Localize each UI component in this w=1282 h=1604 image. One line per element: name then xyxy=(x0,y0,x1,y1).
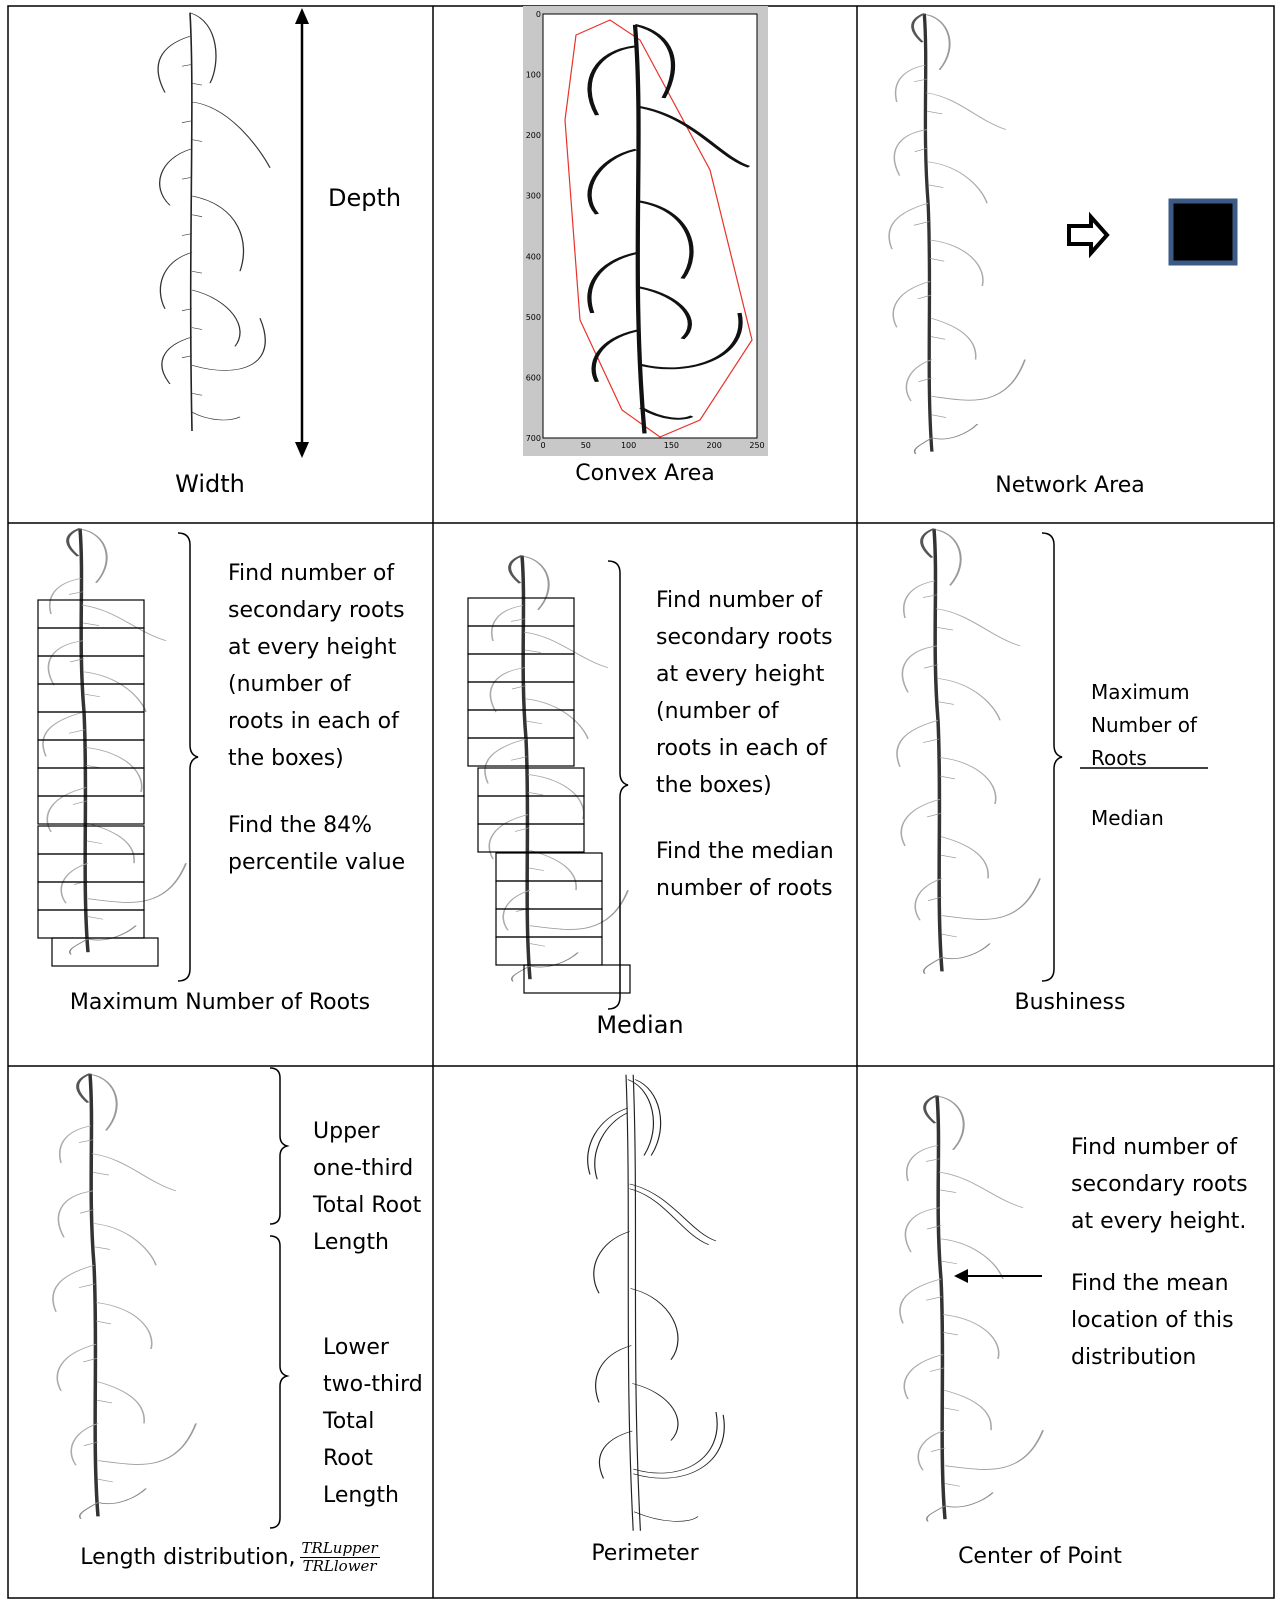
median-text-line: (number of xyxy=(656,694,833,731)
max-roots-text-line: at every height xyxy=(228,630,405,667)
y-tick-label: 200 xyxy=(526,131,541,140)
root-image-center xyxy=(900,1096,1043,1522)
center-instructions: Find number ofsecondary rootsat every he… xyxy=(1071,1130,1248,1241)
convex-area-caption: Convex Area xyxy=(540,461,750,486)
y-tick-label: 0 xyxy=(536,10,541,19)
median-text-line: at every height xyxy=(656,657,833,694)
trl-upper: TRLupper xyxy=(300,1540,380,1558)
median-text-line: secondary roots xyxy=(656,620,833,657)
center-text1-line: Find number of xyxy=(1071,1130,1248,1167)
upper-third-line: Upper xyxy=(313,1114,421,1151)
brace-median xyxy=(608,561,628,1009)
trl-fraction: TRLupperTRLlower xyxy=(300,1540,380,1576)
x-tick-label: 50 xyxy=(581,441,591,450)
x-tick-label: 100 xyxy=(621,441,636,450)
lower-two-third-line: two-third xyxy=(323,1367,423,1404)
width-caption: Width xyxy=(150,470,270,498)
root-skeleton-width xyxy=(158,13,270,431)
root-boxes-median xyxy=(468,598,630,993)
lower-two-third-line: Total xyxy=(323,1404,423,1441)
max-roots-caption: Maximum Number of Roots xyxy=(60,990,380,1015)
max-roots-text-line: (number of xyxy=(228,667,405,704)
center-text1-line: secondary roots xyxy=(1071,1167,1248,1204)
upper-third-line: Length xyxy=(313,1225,421,1262)
upper-third-line: one-third xyxy=(313,1151,421,1188)
max-roots-text-line: roots in each of xyxy=(228,704,405,741)
max-roots-text2-line: Find the 84% xyxy=(228,808,405,845)
bushiness-num-line: Maximum xyxy=(1091,676,1197,709)
x-tick-label: 150 xyxy=(664,441,679,450)
bushiness-caption: Bushiness xyxy=(980,990,1160,1015)
center-text1-line: at every height. xyxy=(1071,1204,1248,1241)
x-tick-label: 0 xyxy=(540,441,545,450)
lower-two-third-label: Lowertwo-thirdTotalRootLength xyxy=(323,1330,423,1515)
length-dist-caption-text: Length distribution, xyxy=(80,1545,295,1570)
median-text2-line: number of roots xyxy=(656,871,834,908)
root-image-max xyxy=(43,529,186,955)
center-arrow xyxy=(954,1269,1042,1283)
bushiness-numerator: MaximumNumber ofRoots xyxy=(1091,676,1197,775)
center-caption: Center of Point xyxy=(930,1544,1150,1569)
lower-two-third-line: Length xyxy=(323,1478,423,1515)
median-text-line: Find number of xyxy=(656,583,833,620)
root-outline-perimeter xyxy=(588,1075,725,1531)
y-tick-label: 500 xyxy=(526,313,541,322)
median-find-text: Find the mediannumber of roots xyxy=(656,834,834,908)
x-tick-label: 250 xyxy=(749,441,764,450)
upper-third-line: Total Root xyxy=(313,1188,421,1225)
brace-lower xyxy=(270,1236,287,1528)
perimeter-caption: Perimeter xyxy=(560,1541,730,1566)
y-tick-label: 400 xyxy=(526,252,541,261)
center-text2-line: distribution xyxy=(1071,1340,1234,1377)
brace-upper xyxy=(270,1068,287,1224)
y-tick-label: 700 xyxy=(526,434,541,443)
depth-label: Depth xyxy=(328,178,401,218)
network-square xyxy=(1171,201,1235,263)
max-roots-text2-line: percentile value xyxy=(228,845,405,882)
max-roots-text-line: the boxes) xyxy=(228,741,405,778)
y-tick-label: 300 xyxy=(526,192,541,201)
root-boxes-max xyxy=(38,600,158,966)
median-caption: Median xyxy=(580,1011,700,1039)
bushiness-denominator: Median xyxy=(1091,802,1164,835)
brace-max xyxy=(178,533,198,981)
y-tick-label: 100 xyxy=(526,71,541,80)
lower-two-third-line: Root xyxy=(323,1441,423,1478)
convex-area-plot: 0 100 200 300 400 500 600 700 0 50 100 150 200 250 xyxy=(523,6,768,456)
center-text2-line: Find the mean xyxy=(1071,1266,1234,1303)
max-roots-text-line: secondary roots xyxy=(228,593,405,630)
median-text-line: roots in each of xyxy=(656,731,833,768)
root-image-bushiness xyxy=(897,529,1040,974)
median-text-line: the boxes) xyxy=(656,768,833,805)
center-text2-line: location of this xyxy=(1071,1303,1234,1340)
root-image-length xyxy=(53,1074,196,1519)
x-tick-label: 200 xyxy=(707,441,722,450)
brace-bushiness xyxy=(1042,533,1062,981)
y-tick-label: 600 xyxy=(526,373,541,382)
bushiness-num-line: Roots xyxy=(1091,742,1197,775)
bushiness-num-line: Number of xyxy=(1091,709,1197,742)
max-roots-instructions: Find number ofsecondary rootsat every he… xyxy=(228,556,405,778)
root-image-network xyxy=(889,14,1025,454)
network-area-caption: Network Area xyxy=(960,473,1180,498)
lower-two-third-line: Lower xyxy=(323,1330,423,1367)
upper-third-label: Upperone-thirdTotal RootLength xyxy=(313,1114,421,1262)
max-roots-text-line: Find number of xyxy=(228,556,405,593)
median-instructions: Find number ofsecondary rootsat every he… xyxy=(656,583,833,805)
network-arrow-icon xyxy=(1069,217,1107,253)
trl-lower: TRLlower xyxy=(301,1558,379,1575)
median-text2-line: Find the median xyxy=(656,834,834,871)
max-roots-percentile: Find the 84%percentile value xyxy=(228,808,405,882)
depth-arrow xyxy=(295,8,309,458)
center-mean-text: Find the meanlocation of thisdistributio… xyxy=(1071,1266,1234,1377)
length-dist-caption: Length distribution,TRLupperTRLlower xyxy=(40,1540,420,1576)
